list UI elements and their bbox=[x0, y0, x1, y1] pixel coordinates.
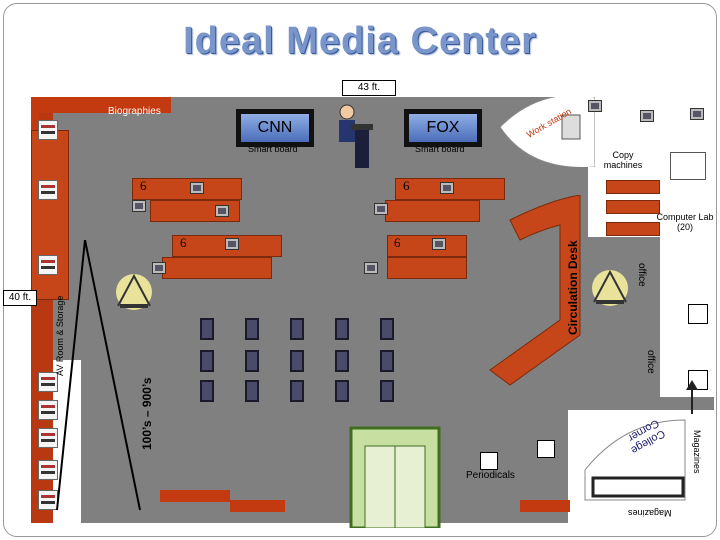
computer-icon bbox=[190, 182, 204, 194]
book-stack bbox=[335, 380, 349, 402]
book-stack bbox=[245, 318, 259, 340]
office-bottom-label: office bbox=[645, 350, 656, 374]
book-stack bbox=[380, 380, 394, 402]
table-group bbox=[385, 200, 480, 222]
book-stack bbox=[200, 318, 214, 340]
book-icon bbox=[38, 460, 58, 480]
desk-icon bbox=[688, 304, 708, 324]
nonfiction-stacks-label: 100’s – 900’s bbox=[140, 377, 154, 450]
presenter-icon bbox=[339, 104, 373, 168]
copier-icon bbox=[588, 100, 602, 112]
page-title: Ideal Media Center bbox=[183, 20, 537, 62]
biographies-shelf bbox=[31, 97, 171, 113]
book-icon bbox=[38, 428, 58, 448]
rack-icon bbox=[537, 440, 555, 458]
magazines-bottom-label: Magazines bbox=[628, 508, 672, 518]
computer-icon bbox=[364, 262, 378, 274]
book-icon bbox=[38, 255, 58, 275]
smart-board-left-label: Smart board bbox=[248, 144, 298, 154]
table-count: 6 bbox=[403, 178, 410, 193]
office-top-label: office bbox=[636, 263, 647, 287]
book-stack bbox=[290, 318, 304, 340]
slide-frame bbox=[3, 3, 717, 537]
magazines-right-label: Magazines bbox=[692, 430, 702, 474]
fox-tv: FOX bbox=[404, 109, 482, 147]
book-stack bbox=[200, 350, 214, 372]
copier-icon bbox=[690, 108, 704, 120]
computer-icon bbox=[152, 262, 166, 274]
book-icon bbox=[38, 372, 58, 392]
copy-machines-label: Copy machines bbox=[603, 150, 643, 170]
lab-table bbox=[606, 180, 660, 194]
book-stack bbox=[290, 380, 304, 402]
table-count: 6 bbox=[394, 235, 401, 250]
direction-arrow-icon bbox=[686, 380, 698, 414]
table-count: 6 bbox=[140, 178, 147, 193]
computer-icon bbox=[374, 203, 388, 215]
book-stack bbox=[335, 350, 349, 372]
biographies-label: Biographies bbox=[108, 106, 161, 117]
smart-board-right-label: Smart board bbox=[415, 144, 465, 154]
computer-icon bbox=[440, 182, 454, 194]
lab-table bbox=[606, 200, 660, 214]
book-stack bbox=[290, 350, 304, 372]
printer-icon bbox=[670, 152, 706, 180]
book-stack bbox=[245, 350, 259, 372]
circulation-desk bbox=[489, 195, 581, 386]
height-label: 40 ft. bbox=[3, 290, 37, 306]
bottom-shelf bbox=[230, 500, 285, 512]
table-group bbox=[132, 178, 242, 200]
book-stack bbox=[380, 318, 394, 340]
book-icon bbox=[38, 400, 58, 420]
book-icon bbox=[38, 180, 58, 200]
table-group bbox=[387, 235, 467, 257]
table-count: 6 bbox=[180, 235, 187, 250]
computer-icon bbox=[432, 238, 446, 250]
computer-lab-label: Computer Lab (20) bbox=[656, 212, 714, 232]
width-label: 43 ft. bbox=[342, 80, 396, 96]
reading-lamp-icon bbox=[116, 273, 152, 310]
book-stack bbox=[335, 318, 349, 340]
computer-icon bbox=[215, 205, 229, 217]
cnn-tv: CNN bbox=[236, 109, 314, 147]
computer-icon bbox=[225, 238, 239, 250]
book-stack bbox=[380, 350, 394, 372]
table-group bbox=[162, 257, 272, 279]
bottom-shelf bbox=[520, 500, 570, 512]
college-corner-area bbox=[584, 419, 686, 501]
periodicals-label: Periodicals bbox=[466, 470, 515, 481]
book-stack bbox=[200, 380, 214, 402]
circulation-desk-label: Circulation Desk bbox=[566, 240, 580, 335]
reading-lamp-icon bbox=[592, 269, 628, 306]
book-icon bbox=[38, 120, 58, 140]
table-group bbox=[387, 257, 467, 279]
entrance-door bbox=[349, 426, 441, 528]
computer-icon bbox=[132, 200, 146, 212]
lab-table bbox=[606, 222, 660, 236]
copier-icon bbox=[640, 110, 654, 122]
rack-icon bbox=[480, 452, 498, 470]
work-station-area bbox=[500, 97, 595, 167]
bottom-shelf bbox=[160, 490, 230, 502]
book-stack bbox=[245, 380, 259, 402]
partition-line bbox=[56, 240, 141, 511]
